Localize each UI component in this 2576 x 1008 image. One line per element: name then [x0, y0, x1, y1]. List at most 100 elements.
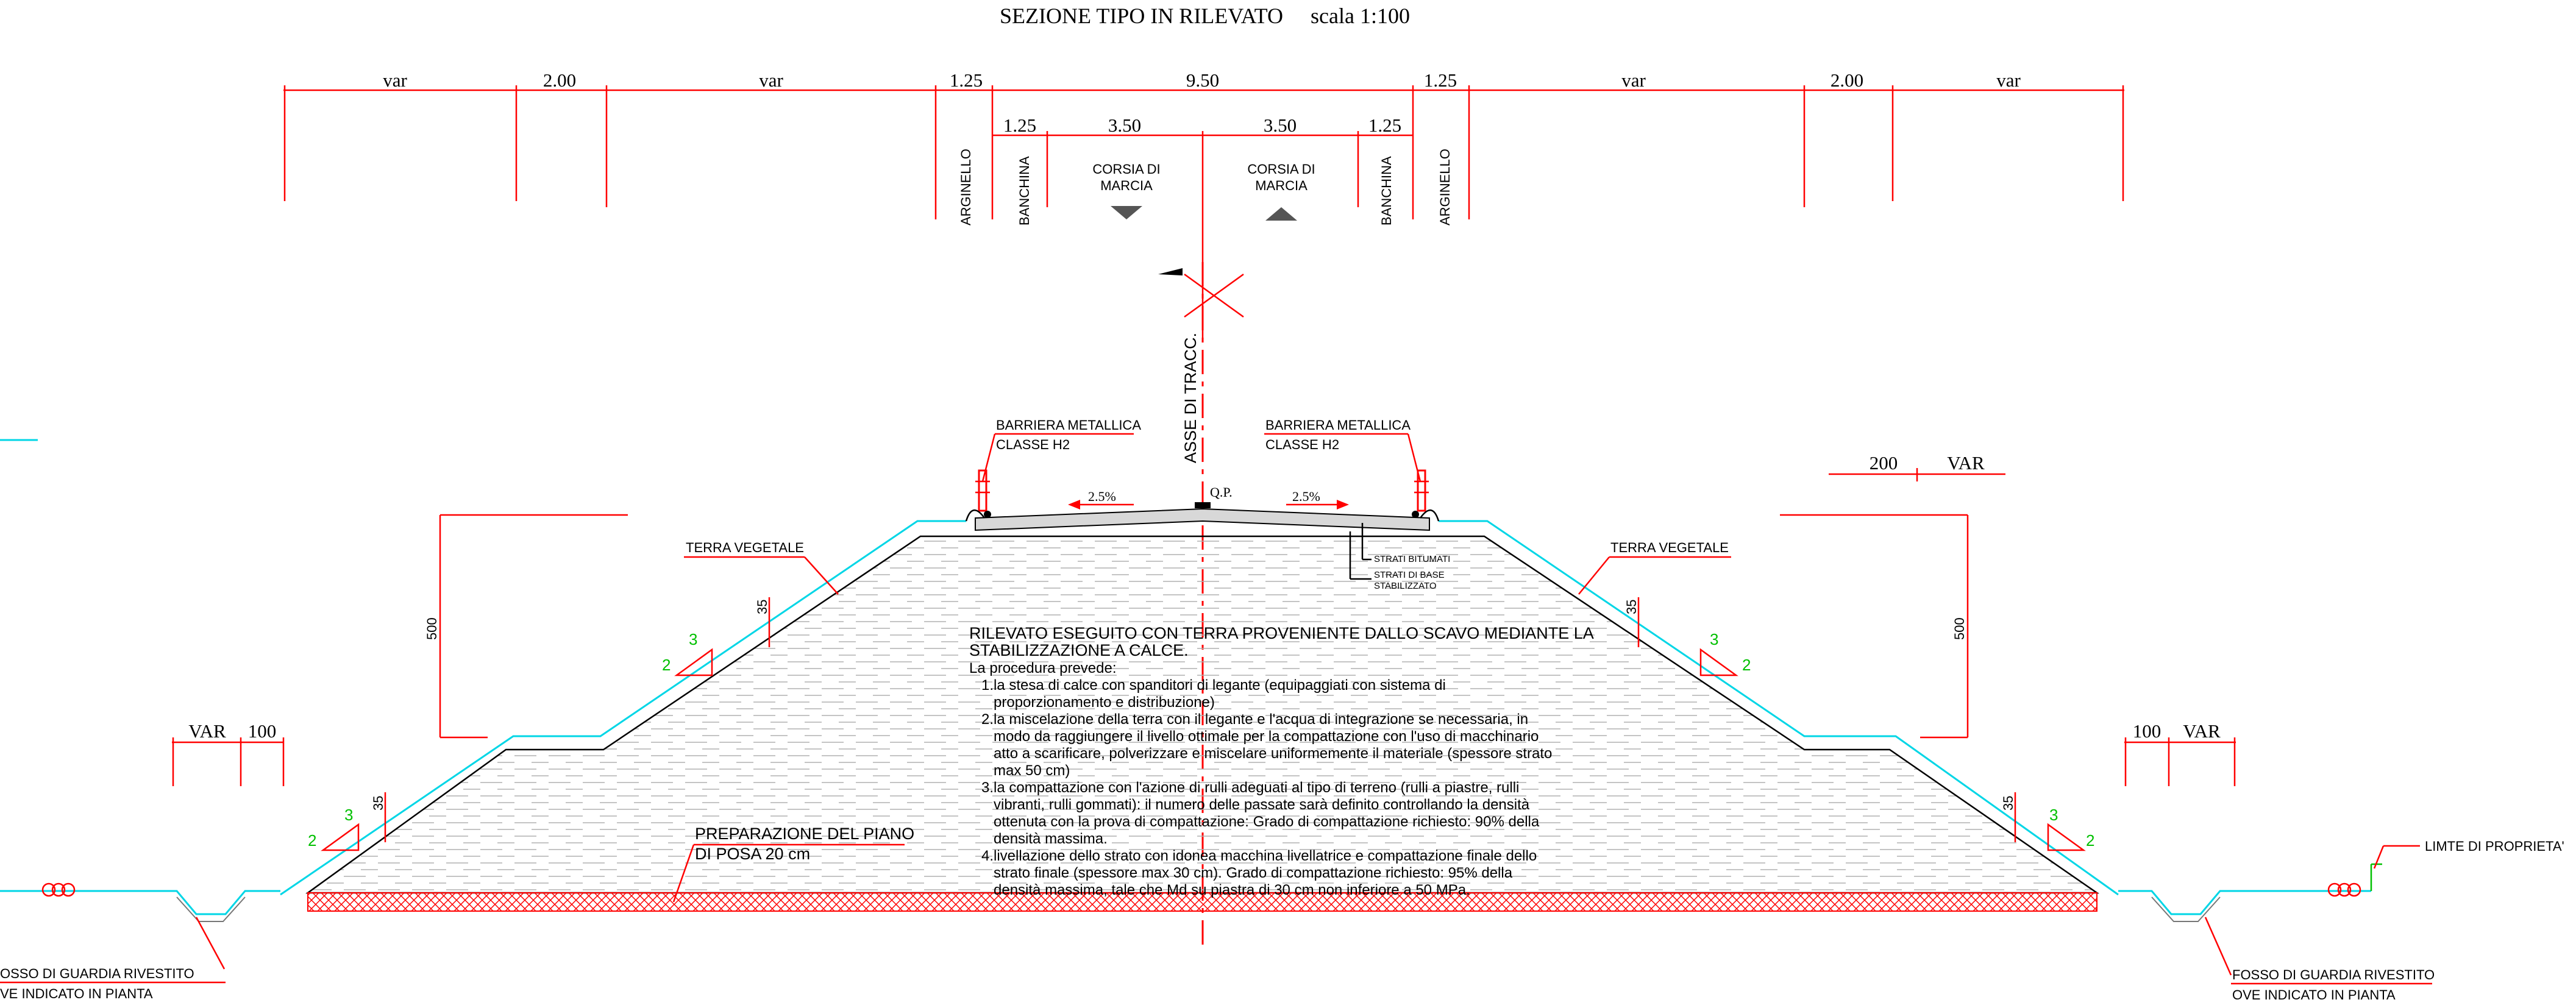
preparazione-line2: DI POSA 20 cm	[695, 845, 810, 863]
label-arginello-left: ARGINELLO	[958, 149, 973, 225]
dim-2-00-right: 2.00	[1831, 69, 1863, 91]
pavement	[975, 508, 1430, 531]
dim2-1-25-left: 1.25	[1003, 115, 1036, 136]
slope-rise-r1: 3	[1710, 630, 1718, 648]
dim2-3-50-right: 3.50	[1264, 115, 1297, 136]
dim-2-00-left: 2.00	[543, 69, 576, 91]
title-main: SEZIONE TIPO IN RILEVATO	[1000, 4, 1283, 28]
dim2-1-25-right: 1.25	[1368, 115, 1401, 136]
notes-line: 2.la miscelazione della terra con il leg…	[981, 711, 1528, 728]
crossfall-right: 2.5%	[1292, 489, 1320, 504]
qp-marker-icon	[1195, 502, 1211, 508]
label-arginello-right: ARGINELLO	[1437, 149, 1453, 225]
ditch-right	[2118, 890, 2371, 915]
notes-line: 1.la stesa di calce con spanditori di le…	[981, 677, 1446, 694]
notes-line: ottenuta con la prova di compattazione: …	[981, 814, 1540, 830]
label-corsia-right-1: CORSIA DI	[1247, 161, 1315, 177]
barrier-labels: BARRIERA METALLICA CLASSE H2 BARRIERA ME…	[975, 417, 1429, 518]
embankment-body	[305, 535, 2100, 894]
zone-labels: ARGINELLO BANCHINA CORSIA DI MARCIA CORS…	[958, 149, 1453, 225]
label-corsia-left-2: MARCIA	[1100, 178, 1153, 193]
terra-vegetale-left: TERRA VEGETALE	[686, 540, 804, 555]
notes-heading-2: STABILIZZAZIONE A CALCE.	[969, 641, 1189, 659]
height-dimensions: 500 500	[424, 514, 1969, 739]
thickness-right-upper: 35	[1624, 600, 1639, 614]
dim2-3-50-left: 3.50	[1108, 115, 1141, 136]
terra-vegetale-right: TERRA VEGETALE	[1610, 540, 1729, 555]
dim-var-2: var	[759, 69, 783, 91]
strati-base-2: STABILIZZATO	[1374, 581, 1437, 591]
dim-9-50: 9.50	[1186, 69, 1219, 91]
top-dimension-row: var 2.00 var 1.25 9.50 1.25 var 2.00 var	[283, 69, 2124, 219]
dim-var-4: var	[1996, 69, 2021, 91]
fosso-left-line1: OSSO DI GUARDIA RIVESTITO	[0, 966, 194, 981]
axis-label: ASSE DI TRACC.	[1181, 333, 1200, 463]
notes-line: densità massima, tale che Md su piastra …	[981, 882, 1470, 898]
notes-line: strato finale (spessore max 30 cm). Grad…	[981, 865, 1513, 881]
label-banchina-left: BANCHINA	[1017, 156, 1032, 225]
thickness-left-lower: 35	[371, 796, 386, 811]
notes-line: densità massima.	[981, 831, 1108, 847]
crossfall-left: 2.5%	[1088, 489, 1116, 504]
direction-up-arrow-icon	[1265, 207, 1297, 221]
fosso-right-line1: FOSSO DI GUARDIA RIVESTITO	[2232, 967, 2435, 982]
notes-line: vibranti, rulli gommati): il numero dell…	[981, 797, 1530, 813]
terra-vegetale-line	[280, 520, 2119, 896]
notes-intro: La procedura prevede:	[969, 660, 1117, 676]
dim-var-right-top: VAR	[1947, 452, 1985, 474]
dimension-ticks	[283, 85, 2124, 219]
side-small-dimensions: 200 VAR VAR 100 100 VAR	[172, 452, 2236, 786]
strati-base-1: STRATI DI BASE	[1374, 570, 1445, 580]
fosso-labels: OSSO DI GUARDIA RIVESTITO VE INDICATO IN…	[0, 917, 2435, 1003]
thickness-right-lower: 35	[2001, 796, 2016, 811]
notes-line: max 50 cm)	[981, 762, 1070, 779]
barrier-post-right-icon	[1412, 469, 1429, 518]
preparazione-line1: PREPARAZIONE DEL PIANO	[695, 825, 914, 843]
barrier-left-line2: CLASSE H2	[996, 437, 1070, 452]
notes-line: 4.livellazione dello strato con idonea m…	[981, 848, 1537, 864]
fosso-right-line2: OVE INDICATO IN PIANTA	[2232, 987, 2396, 1003]
fosso-left-line2: VE INDICATO IN PIANTA	[0, 986, 153, 1001]
dim-1-25-left: 1.25	[950, 69, 983, 91]
label-banchina-right: BANCHINA	[1379, 156, 1394, 225]
dim-1-25-right: 1.25	[1424, 69, 1457, 91]
strati-bitumati: STRATI BITUMATI	[1374, 554, 1450, 564]
thickness-marks: 35 35 35 35	[371, 597, 2016, 842]
dim-var-1: var	[383, 69, 407, 91]
slope-indicators: 3 2 3 2 3 2 3 2	[308, 630, 2094, 851]
dim-200: 200	[1870, 452, 1898, 474]
slope-rise-l1: 3	[689, 630, 697, 648]
thickness-left-upper: 35	[755, 600, 770, 614]
notes-block: RILEVATO ESEGUITO CON TERRA PROVENIENTE …	[969, 624, 1594, 898]
dim-var-right-bottom: VAR	[2183, 720, 2221, 742]
barrier-left-line1: BARRIERA METALLICA	[996, 417, 1141, 433]
barrier-right-line1: BARRIERA METALLICA	[1265, 417, 1411, 433]
base-layer	[307, 892, 2097, 912]
notes-line: 3.la compattazione con l'azione di rulli…	[981, 779, 1519, 796]
barrier-post-left-icon	[975, 469, 991, 518]
label-corsia-left-1: CORSIA DI	[1092, 161, 1160, 177]
dim-100-right: 100	[2133, 720, 2161, 742]
property-limit-symbols: LIMTE DI PROPRIETA'	[41, 839, 2564, 897]
height-left: 500	[424, 617, 439, 640]
notes-line: atto a scarificare, polverizzare e misce…	[981, 745, 1552, 762]
notes-line: proporzionamento e distribuzione)	[981, 694, 1215, 711]
strati-callout: STRATI BITUMATI STRATI DI BASE STABILIZZ…	[1349, 523, 1450, 591]
dim-var-3: var	[1621, 69, 1646, 91]
barrier-right-line2: CLASSE H2	[1265, 437, 1339, 452]
notes-heading-1: RILEVATO ESEGUITO CON TERRA PROVENIENTE …	[969, 624, 1594, 642]
label-corsia-right-2: MARCIA	[1255, 178, 1308, 193]
slope-rise-l2: 3	[344, 806, 353, 824]
slope-run-l1: 2	[662, 656, 671, 674]
axis-flag-icon	[1158, 268, 1183, 275]
dim-var-left-bottom: VAR	[188, 720, 226, 742]
title-scale: scala 1:100	[1311, 4, 1410, 28]
slope-rise-r2: 3	[2049, 806, 2058, 824]
slope-run-r1: 2	[1742, 656, 1751, 674]
terra-vegetale-labels: TERRA VEGETALE TERRA VEGETALE	[684, 540, 1731, 595]
notes-line: modo da raggiungere il livello ottimale …	[981, 728, 1539, 745]
dim-100-left: 100	[248, 720, 277, 742]
qp-label: Q.P.	[1210, 484, 1233, 500]
drawing-title: SEZIONE TIPO IN RILEVATO scala 1:100	[1000, 4, 1410, 28]
